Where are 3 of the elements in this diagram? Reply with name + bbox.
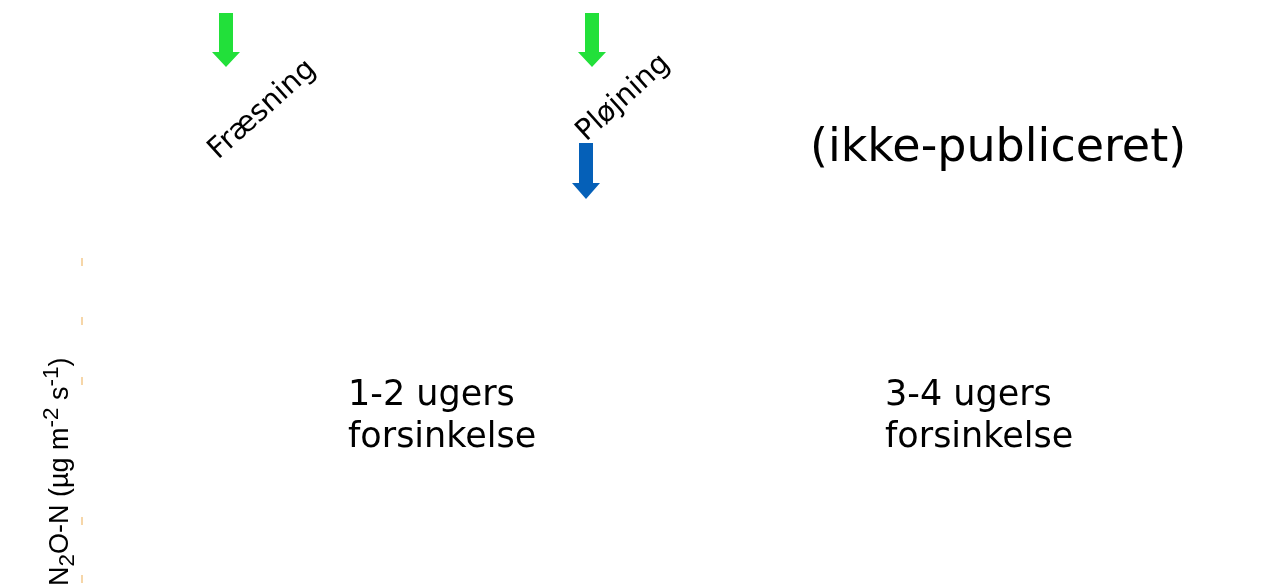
note-text: (ikke-publiceret): [810, 118, 1187, 172]
annotation-text: 3-4 ugers forsinkelse: [885, 372, 1075, 456]
annotation-text: 1-2 ugers forsinkelse: [348, 372, 538, 456]
